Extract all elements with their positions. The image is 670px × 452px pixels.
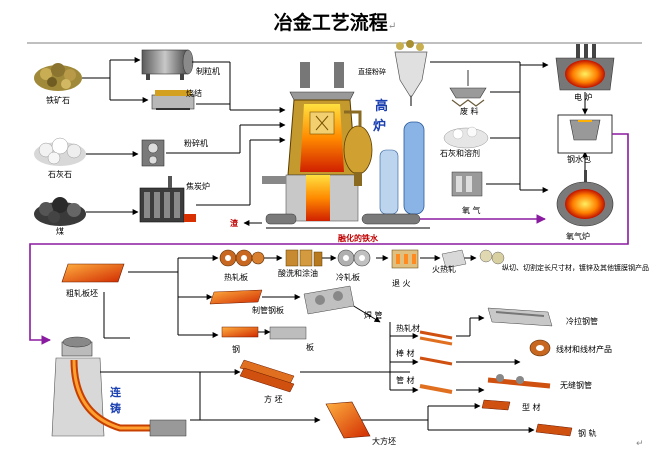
hot-sheet-coils: [219, 249, 265, 267]
ladle-label: 钢水包: [567, 154, 591, 164]
electric-furnace: [555, 44, 615, 91]
bar-label: 棒 材: [396, 348, 415, 358]
coal-label: 煤: [56, 226, 64, 236]
rough-slab: [61, 263, 125, 283]
coke-oven: [139, 176, 196, 223]
coke-oven-label: 焦炭炉: [186, 181, 210, 191]
steelmaking-connectors: [430, 61, 588, 193]
limestone-pile: [34, 137, 86, 166]
molten-iron-label: 融化的铁水: [338, 233, 379, 243]
coal-pile: [34, 197, 86, 226]
cold-drawn-tube-mill: [487, 307, 553, 327]
cold-sheet-label: 冷轧板: [336, 272, 360, 282]
oxygen-plant: [451, 171, 483, 197]
hot-coil-sheet: [441, 249, 467, 269]
page-title: 冶金工艺流程↵: [0, 8, 670, 35]
continuous-caster: [51, 336, 187, 437]
rail-steel: [535, 423, 573, 437]
dust-catcher: [343, 110, 373, 186]
plate-label-b: 板: [306, 342, 314, 352]
section-label: 型 材: [522, 402, 541, 412]
pelletizer-label: 制粒机: [196, 66, 220, 76]
torpedo-car: [265, 213, 430, 229]
bloom-label: 大方坯: [372, 436, 396, 446]
oxygen-label: 氧 气: [462, 205, 481, 215]
continuous-casting-label-2: 铸: [110, 401, 121, 415]
oxygen-furnace: [556, 170, 614, 227]
iron-ore-label: 铁矿石: [46, 95, 70, 105]
hot-coil-label: 火热轧: [432, 264, 456, 274]
annealing-furnace: [391, 249, 419, 269]
welded-pipe-label: 焊 管: [364, 310, 383, 320]
electric-furnace-label: 电 炉: [574, 92, 593, 102]
rail-label: 钢 轨: [578, 428, 597, 438]
ladle: [557, 114, 613, 154]
seamless-tube-label: 无缝钢管: [560, 380, 592, 390]
sinter-label: 烧结: [186, 88, 202, 98]
coal-injection-silo: [394, 40, 428, 97]
pelletizer-machine: [141, 49, 194, 80]
coal-injection-label: 直接粉碎: [358, 67, 386, 76]
seamless-tube-mill: [487, 374, 551, 389]
wire-rod-coil: [529, 339, 551, 357]
oxygen-furnace-label: 氧气炉: [566, 231, 590, 241]
plate-label-a: 钢: [232, 344, 240, 354]
lime-flux-label: 石灰和溶剂: [440, 148, 480, 158]
tube-label: 管 材: [396, 375, 415, 385]
billet-label: 方 坯: [264, 394, 283, 404]
hot-sheet-label: 热轧板: [224, 272, 248, 282]
bloom-block: [325, 401, 371, 439]
crusher-machine: [141, 139, 165, 167]
rolling-connectors: [100, 255, 535, 433]
lime-flux-pile: [443, 126, 489, 149]
limestone-label: 石灰石: [48, 169, 72, 179]
iron-ore-pile: [34, 63, 82, 91]
billet-bundle: [239, 359, 295, 393]
blast-furnace-label-1: 高: [375, 98, 388, 114]
plate-stack: [221, 326, 307, 340]
crusher-label: 粉碎机: [184, 138, 208, 148]
cold-sheet-coils: [337, 249, 371, 267]
continuous-casting-label-1: 连: [110, 385, 122, 399]
hot-rolled-label: 热轧材: [396, 323, 420, 333]
slag-label: 渣: [230, 218, 239, 228]
paragraph-mark: ↵: [387, 21, 397, 32]
finished-coil-products: [479, 249, 505, 265]
tube-stock: [419, 384, 453, 394]
sinter-machine: [151, 90, 195, 110]
rough-slab-label: 粗轧板坯: [66, 288, 98, 298]
steel-to-casting-route: [29, 133, 629, 345]
scrap-label: 废 料: [460, 106, 479, 116]
title-text: 冶金工艺流程: [273, 12, 388, 34]
raw-material-connectors: [82, 57, 149, 215]
scrap-magnet: [449, 70, 487, 107]
finishing-label: 纵切、切割定长尺寸材，镀锌及其他镀膜钢产品: [502, 263, 649, 272]
bar-stock: [419, 356, 453, 366]
section-steel: [481, 399, 511, 411]
furnace-feed-connectors: [166, 61, 286, 206]
end-paragraph-mark: ↵: [636, 439, 644, 449]
welded-pipe-plate: [209, 289, 263, 305]
pickling-blocks: [285, 249, 323, 267]
pipe-forming-mill: [303, 285, 355, 315]
blast-furnace-label-2: 炉: [373, 118, 386, 134]
cold-drawn-tube-label: 冷拉钢管: [566, 316, 598, 326]
wire-label: 线材和线材产品: [556, 344, 612, 354]
blast-furnace: [262, 62, 359, 222]
welded-pipe-plate-label: 制管钢板: [252, 305, 284, 315]
annealing-label: 退 火: [392, 279, 411, 288]
pickling-label: 酸洗和涂油: [278, 268, 318, 278]
hot-rolled-bars: [419, 330, 453, 346]
hot-blast-stoves: [379, 121, 425, 215]
